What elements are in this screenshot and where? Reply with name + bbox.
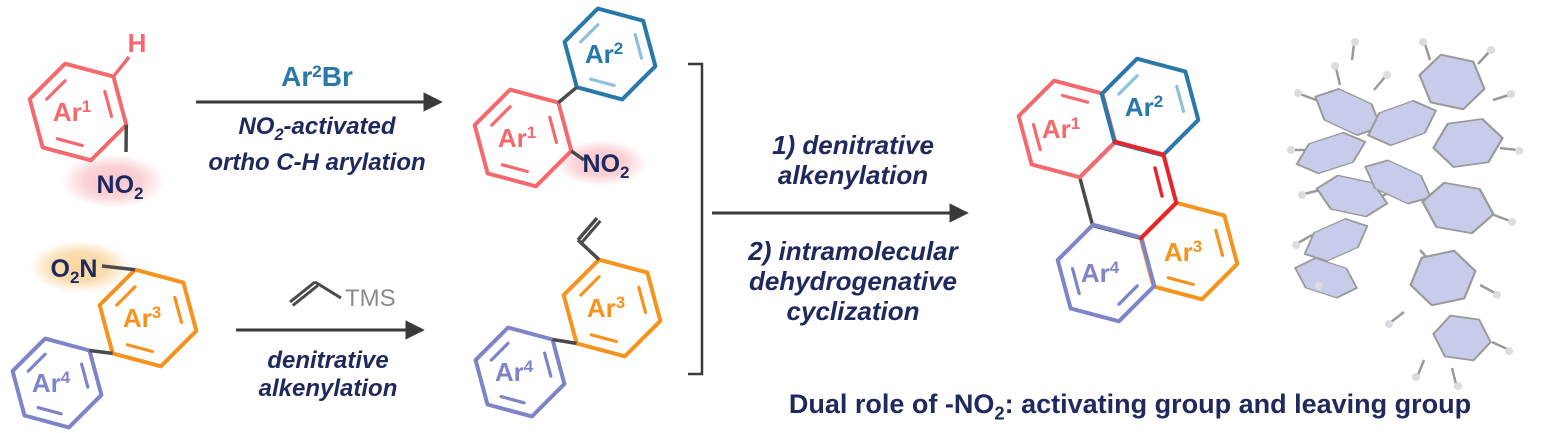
main-caption: Dual role of -NO2: activating group and … [788,389,1472,424]
molecule-ring [1295,131,1367,175]
step1-line1: 1) denitrative [772,130,934,160]
new-bond-bottom [1138,200,1179,241]
o2n-bond [101,264,136,272]
molecule-ring [1364,159,1432,205]
biaryl-bond [557,85,578,104]
arylation-caption-line2: ortho C-H arylation [208,148,426,176]
grouping-bracket [688,62,704,376]
molecule-ring [1294,257,1358,299]
vinyl-double-bond [576,216,599,242]
reactant-nitroarene: H NO2 Ar1 [27,28,165,208]
molecule-ring [1418,53,1486,111]
ar4-label: Ar4 [1081,258,1120,288]
final-product: Ar1 Ar2 Ar3 Ar4 [1016,56,1240,324]
alkenylation-arrow: TMS [236,280,425,340]
no2-glow [61,154,165,208]
no2-bond [570,149,586,162]
step1-caption: 1) denitrative alkenylation [737,130,969,190]
ar3-label: Ar3 [123,303,161,333]
vinyl-tms-bond [314,280,342,300]
alkenylation-caption-line2: alkenylation [258,375,398,402]
ar3-label: Ar3 [587,293,625,323]
molecule-ring [1314,88,1382,136]
ar2-label: Ar2 [1125,92,1163,122]
arylation-arrow: Ar2Br [196,61,443,112]
step1-line2: alkenylation [777,160,929,190]
ar2-label: Ar2 [585,39,623,69]
biaryl-bond [89,348,113,356]
vinyl-double-bond-inner [580,219,602,244]
alkenylation-caption: denitrative alkenylation [228,347,428,403]
molecule-ring [1432,314,1492,362]
step2-line3: cyclization [786,296,920,326]
ar4-label: Ar4 [495,357,534,387]
biaryl-bond [552,337,577,346]
molecule-ring [1303,218,1369,262]
h-atoms [1287,38,1524,390]
no2-label: NO2 [97,171,144,203]
reactant-nitrobiaryl: O2N Ar3 Ar4 [10,241,199,430]
step2-line2: dehydrogenative [748,266,958,296]
ch-bond [112,55,131,78]
alkenylation-caption-line1: denitrative [267,347,389,374]
new-bond-top [1113,139,1166,157]
molecule-3d [1287,38,1524,390]
step2-caption: 2) intramolecular dehydrogenative cycliz… [725,236,981,326]
ar2-ring [562,6,658,102]
h-label: H [128,28,147,58]
no2-glow [555,140,647,186]
o2n-label: O2N [51,255,98,287]
ar1-label: Ar1 [498,123,536,153]
molecule-ring [1432,118,1504,168]
vinyl-bond [576,238,601,261]
ar3-ring [97,267,199,369]
ar1-label: Ar1 [53,97,91,127]
ar4-label: Ar4 [32,368,71,398]
ar3-ring [561,257,663,359]
new-double-bond [1161,152,1179,205]
product-vinyl-biaryl: Ar3 Ar4 [473,216,663,419]
ar3-label: Ar3 [1164,237,1202,267]
molecule-ring [1366,99,1438,147]
tms-label: TMS [345,285,396,312]
product-biaryl-nitro: Ar1 Ar2 NO2 [472,6,658,189]
step2-line1: 2) intramolecular [748,236,958,266]
vinyl-double-bond [289,280,316,304]
molecule-ring [1409,249,1477,307]
ar2br-reagent-label: Ar2Br [281,61,353,92]
arylation-caption: NO2-activated ortho C-H arylation [192,113,442,177]
o2n-glow [30,241,130,293]
arylation-caption-line1: NO2-activated [238,113,396,144]
new-double-bond-inner [1153,166,1164,198]
no2-label: NO2 [583,150,630,182]
ar1-label: Ar1 [1042,114,1080,144]
molecule-ring [1421,181,1495,235]
vinyl-double-bond-inner [291,284,319,307]
